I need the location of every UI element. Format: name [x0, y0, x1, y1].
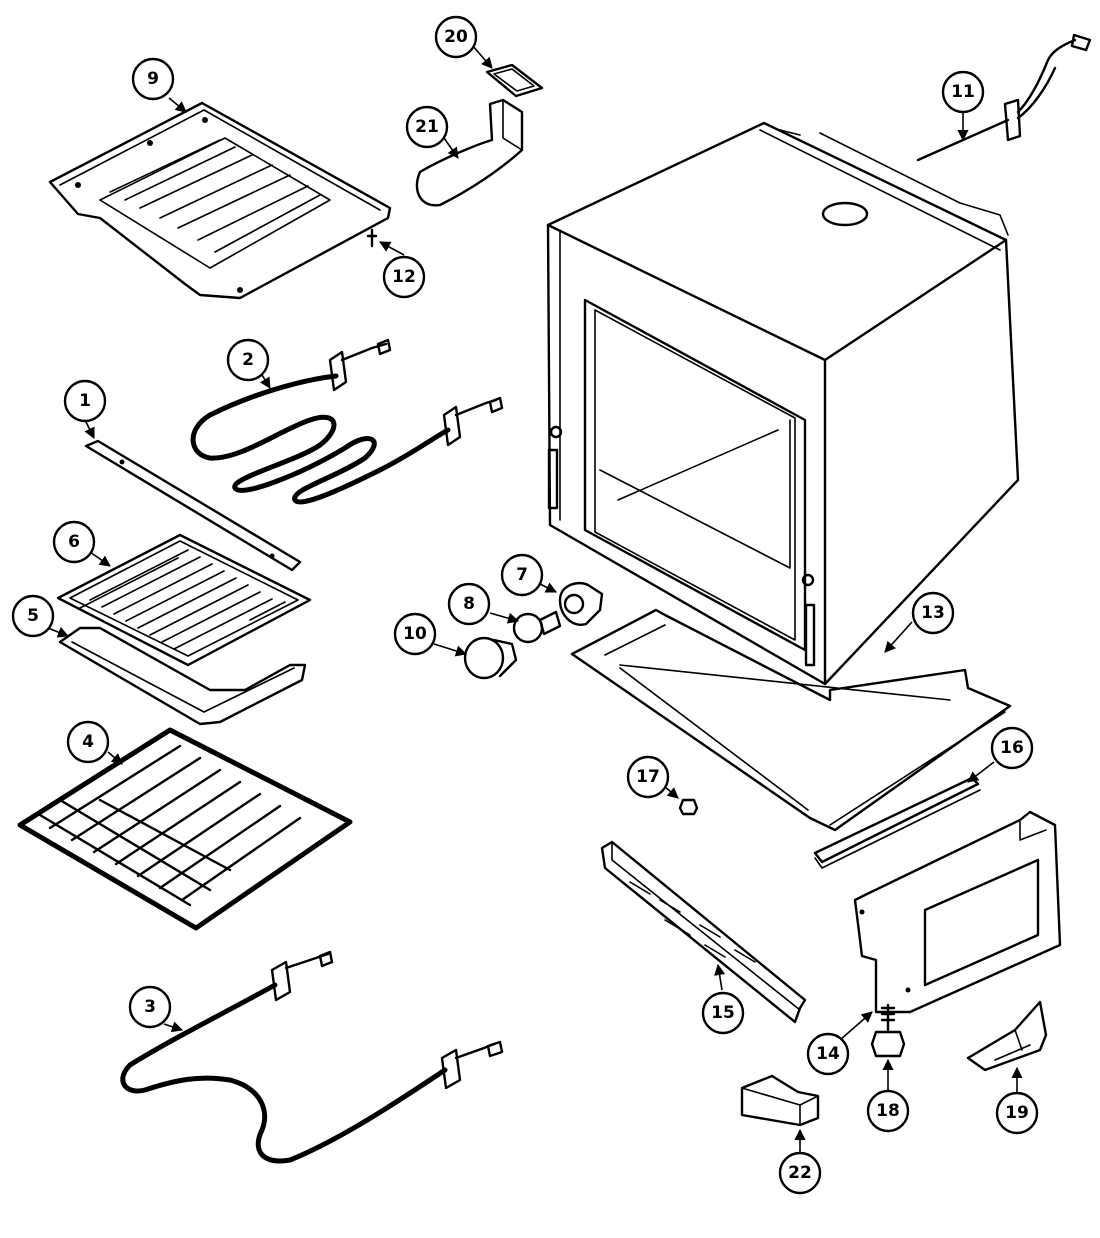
callout-6: 6: [52, 520, 96, 564]
callout-11-label: 11: [951, 82, 975, 102]
callout-17-label: 17: [636, 767, 660, 787]
callout-11: 11: [941, 70, 985, 114]
callout-6-label: 6: [68, 532, 80, 552]
callout-15-label: 15: [711, 1003, 735, 1023]
callout-9: 9: [131, 57, 175, 101]
callout-5: 5: [11, 594, 55, 638]
callout-8-label: 8: [463, 594, 475, 614]
callout-20-label: 20: [444, 27, 468, 47]
part-7-light-socket: [558, 581, 604, 626]
callout-9-label: 9: [147, 69, 159, 89]
part-10-lens: [463, 636, 518, 680]
callout-17: 17: [626, 755, 670, 799]
callout-2: 2: [226, 338, 270, 382]
part-16-trim-strip: [813, 776, 981, 869]
callout-19: 19: [995, 1091, 1039, 1135]
oven-cavity: [546, 121, 1020, 686]
callout-13: 13: [911, 591, 955, 635]
callout-15: 15: [701, 991, 745, 1035]
callout-4: 4: [66, 720, 110, 764]
callout-22: 22: [778, 1151, 822, 1195]
callout-1-label: 1: [79, 391, 91, 411]
part-18-leveling-leg: [870, 1003, 906, 1058]
callout-16: 16: [990, 726, 1034, 770]
callout-12-label: 12: [392, 267, 416, 287]
callout-5-label: 5: [27, 606, 39, 626]
callout-18: 18: [866, 1089, 910, 1133]
callout-21-label: 21: [415, 117, 439, 137]
part-19-foot-bracket: [966, 1000, 1048, 1072]
part-12-screw: [366, 228, 378, 248]
callout-4-label: 4: [82, 732, 94, 752]
part-2-bake-element: [190, 338, 504, 505]
callout-10: 10: [393, 612, 437, 656]
callout-14-label: 14: [816, 1044, 840, 1064]
part-8-bulb: [512, 610, 562, 644]
part-6-broiler-grid: [56, 533, 312, 667]
callout-21: 21: [405, 105, 449, 149]
callout-3: 3: [128, 985, 172, 1029]
callout-16-label: 16: [1000, 738, 1024, 758]
part-20-clip: [485, 63, 544, 98]
part-13-bottom-panel: [570, 608, 1012, 832]
callout-2-label: 2: [242, 350, 254, 370]
part-4-oven-rack: [17, 727, 353, 931]
callout-19-label: 19: [1005, 1103, 1029, 1123]
part-17-nut: [678, 798, 699, 816]
part-3-broil-element: [120, 950, 504, 1164]
part-21-bracket: [415, 98, 524, 207]
leader-lines: [47, 44, 1023, 1157]
callout-7-label: 7: [516, 565, 528, 585]
callout-14: 14: [806, 1032, 850, 1076]
part-9-top-panel: [48, 101, 392, 300]
part-14-drawer-bracket: [853, 810, 1062, 1014]
callout-13-label: 13: [921, 603, 945, 623]
callout-12: 12: [382, 255, 426, 299]
callout-18-label: 18: [876, 1101, 900, 1121]
callout-3-label: 3: [144, 997, 156, 1017]
part-15-kick-panel: [600, 840, 807, 1024]
part-5-broil-pan: [58, 626, 307, 726]
part-22-cover: [740, 1074, 820, 1127]
part-1-rail: [84, 439, 302, 572]
callout-7: 7: [500, 553, 544, 597]
callout-8: 8: [447, 582, 491, 626]
callout-10-label: 10: [403, 624, 427, 644]
callout-20: 20: [434, 15, 478, 59]
callout-22-label: 22: [788, 1163, 812, 1183]
callout-1: 1: [63, 379, 107, 423]
